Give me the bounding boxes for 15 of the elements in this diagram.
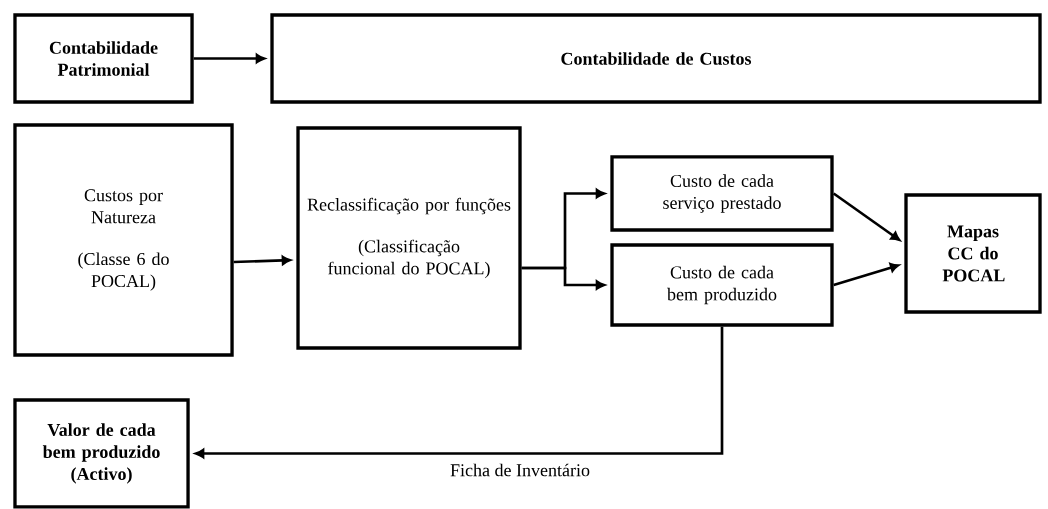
process-box: Valor de cada bem produzido (Activo)	[13, 398, 190, 509]
process-box: Contabilidade de Custos	[270, 13, 1042, 104]
edge-label: Ficha de Inventário	[448, 462, 592, 478]
arrow	[833, 262, 900, 287]
arrow	[521, 266, 606, 290]
arrow	[832, 192, 901, 241]
process-box: Custo de cada serviço prestado	[610, 155, 834, 232]
arrow	[193, 53, 266, 64]
arrow	[194, 326, 724, 459]
arrow	[233, 255, 292, 266]
process-box: Contabilidade Patrimonial	[13, 13, 194, 104]
process-box: Custos por Natureza (Classe 6 do POCAL)	[13, 123, 234, 357]
process-box: Reclassificação por funções (Classificação funcional do POCAL)	[296, 126, 522, 350]
process-box: Custo de cada bem produzido	[610, 243, 834, 327]
process-box: Mapas CC do POCAL	[904, 193, 1042, 314]
